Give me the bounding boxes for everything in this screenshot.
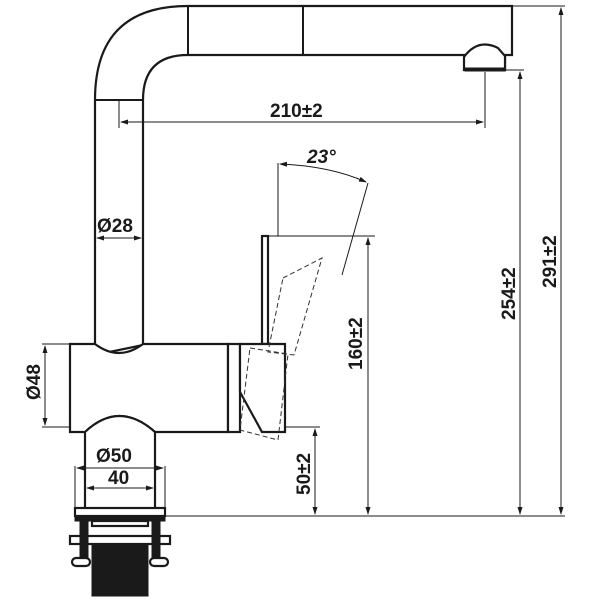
dimension-column-diameter: Ø28 xyxy=(96,216,142,241)
outlet-height-label: 254±2 xyxy=(499,267,520,320)
dimension-spout-reach: 210±2 xyxy=(118,72,486,128)
faucet-spout xyxy=(93,4,514,357)
body-diameter-label: Ø48 xyxy=(24,364,45,400)
dimension-total-height: 291±2 xyxy=(512,5,565,515)
dimension-base: Ø50 40 xyxy=(74,446,166,508)
handle-angle-label: 23° xyxy=(306,147,336,168)
body-height-label: 50±2 xyxy=(294,453,315,495)
dimension-handle-angle: 23° xyxy=(277,147,369,276)
dimension-outlet-height: 254±2 xyxy=(499,69,524,515)
dimension-handle-height: 160±2 xyxy=(268,235,375,515)
spout-reach-label: 210±2 xyxy=(270,101,323,122)
faucet-base xyxy=(68,414,172,597)
faucet-handle xyxy=(238,234,323,441)
total-height-label: 291±2 xyxy=(540,235,561,288)
handle-height-label: 160±2 xyxy=(346,317,367,370)
faucet-body xyxy=(68,342,242,434)
dimension-body-diameter: Ø48 xyxy=(24,343,70,428)
base-diameter-label: Ø50 xyxy=(96,446,132,467)
column-diameter-label: Ø28 xyxy=(97,216,133,237)
dimension-body-height: 50±2 xyxy=(285,426,320,515)
mount-width-label: 40 xyxy=(108,468,129,489)
